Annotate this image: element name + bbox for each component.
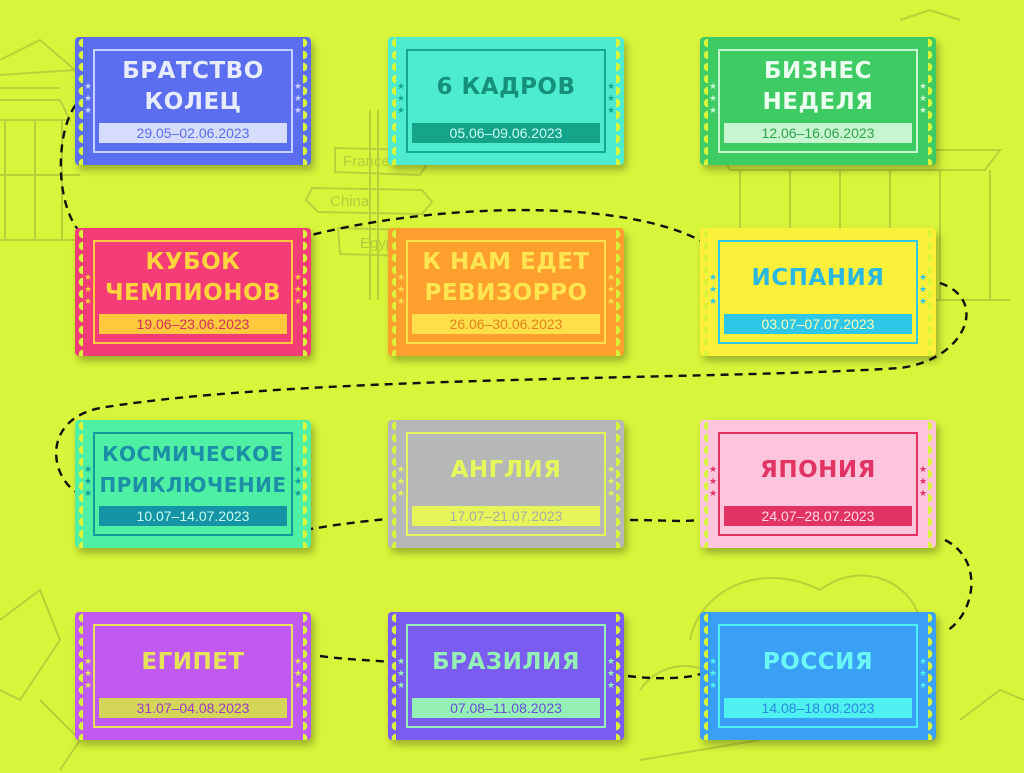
star-icon: ★★★: [606, 82, 616, 116]
ticket-dates: 29.05–02.06.2023: [99, 123, 287, 143]
ticket-dates: 07.08–11.08.2023: [412, 698, 600, 718]
ticket-bratstvo-kolets[interactable]: ★★★ ★★★ БРАТСТВО КОЛЕЦ 29.05–02.06.2023: [74, 37, 311, 165]
ticket-ispaniya[interactable]: ★★★ ★★★ ИСПАНИЯ 03.07–07.07.2023: [699, 228, 936, 356]
star-icon: ★★★: [83, 82, 93, 116]
ticket-yaponiya[interactable]: ★★★ ★★★ ЯПОНИЯ 24.07–28.07.2023: [699, 420, 936, 548]
star-icon: ★★★: [396, 465, 406, 499]
star-icon: ★★★: [918, 82, 928, 116]
signpost-text: China: [330, 193, 370, 210]
ticket-kosmicheskoe-priklyuchenie[interactable]: ★★★ ★★★ КОСМИЧЕСКОЕ ПРИКЛЮЧЕНИЕ 10.07–14…: [74, 420, 311, 548]
ticket-dates: 14.08–18.08.2023: [724, 698, 912, 718]
ticket-frame: [406, 49, 606, 153]
ticket-angliya[interactable]: ★★★ ★★★ АНГЛИЯ 17.07–21.07.2023: [387, 420, 624, 548]
star-icon: ★★★: [606, 273, 616, 307]
star-icon: ★★★: [396, 657, 406, 691]
ticket-dates: 26.06–30.06.2023: [412, 314, 600, 334]
ticket-title: К НАМ ЕДЕТ РЕВИЗОРРО: [422, 249, 590, 306]
ticket-title: КУБОК ЧЕМПИОНОВ: [104, 249, 282, 306]
star-icon: ★★★: [708, 657, 718, 691]
ticket-title: БИЗНЕС НЕДЕЛЯ: [762, 58, 874, 115]
star-icon: ★★★: [708, 273, 718, 307]
ticket-frame: [93, 624, 293, 728]
ticket-frame: [718, 240, 918, 344]
star-icon: ★★★: [293, 82, 303, 116]
star-icon: ★★★: [918, 273, 928, 307]
ticket-6-kadrov[interactable]: ★★★ ★★★ 6 КАДРОВ 05.06–09.06.2023: [387, 37, 624, 165]
star-icon: ★★★: [293, 657, 303, 691]
ticket-frame: [718, 49, 918, 153]
ticket-frame: [93, 49, 293, 153]
ticket-frame: [93, 432, 293, 536]
ticket-title: БРАТСТВО КОЛЕЦ: [122, 58, 264, 115]
ticket-title: АНГЛИЯ: [450, 456, 562, 483]
signpost-text: France: [343, 153, 390, 170]
ticket-frame: [718, 432, 918, 536]
ticket-dates: 05.06–09.06.2023: [412, 123, 600, 143]
star-icon: ★★★: [918, 657, 928, 691]
ticket-title: ЕГИПЕТ: [141, 648, 245, 675]
ticket-frame: [406, 432, 606, 536]
ticket-dates: 12.06–16.06.2023: [724, 123, 912, 143]
ticket-frame: [406, 240, 606, 344]
ticket-title: РОССИЯ: [762, 648, 874, 675]
ticket-title: ИСПАНИЯ: [751, 264, 885, 291]
ticket-dates: 03.07–07.07.2023: [724, 314, 912, 334]
ticket-dates: 19.06–23.06.2023: [99, 314, 287, 334]
ticket-title: КОСМИЧЕСКОЕ ПРИКЛЮЧЕНИЕ: [99, 442, 287, 497]
ticket-title: БРАЗИЛИЯ: [432, 648, 580, 675]
ticket-title: ЯПОНИЯ: [760, 456, 876, 483]
ticket-egipet[interactable]: ★★★ ★★★ ЕГИПЕТ 31.07–04.08.2023: [74, 612, 311, 740]
star-icon: ★★★: [918, 465, 928, 499]
ticket-dates: 31.07–04.08.2023: [99, 698, 287, 718]
star-icon: ★★★: [708, 465, 718, 499]
star-icon: ★★★: [606, 657, 616, 691]
star-icon: ★★★: [83, 273, 93, 307]
ticket-rossiya[interactable]: ★★★ ★★★ РОССИЯ 14.08–18.08.2023: [699, 612, 936, 740]
ticket-frame: [93, 240, 293, 344]
ticket-revizorro[interactable]: ★★★ ★★★ К НАМ ЕДЕТ РЕВИЗОРРО 26.06–30.06…: [387, 228, 624, 356]
ticket-braziliya[interactable]: ★★★ ★★★ БРАЗИЛИЯ 07.08–11.08.2023: [387, 612, 624, 740]
star-icon: ★★★: [293, 465, 303, 499]
star-icon: ★★★: [396, 273, 406, 307]
star-icon: ★★★: [606, 465, 616, 499]
star-icon: ★★★: [396, 82, 406, 116]
ticket-dates: 17.07–21.07.2023: [412, 506, 600, 526]
ticket-biznes-nedelya[interactable]: ★★★ ★★★ БИЗНЕС НЕДЕЛЯ 12.06–16.06.2023: [699, 37, 936, 165]
star-icon: ★★★: [708, 82, 718, 116]
ticket-frame: [406, 624, 606, 728]
star-icon: ★★★: [293, 273, 303, 307]
ticket-dates: 10.07–14.07.2023: [99, 506, 287, 526]
star-icon: ★★★: [83, 465, 93, 499]
ticket-title: 6 КАДРОВ: [436, 73, 576, 100]
ticket-dates: 24.07–28.07.2023: [724, 506, 912, 526]
ticket-kubok-chempionov[interactable]: ★★★ ★★★ КУБОК ЧЕМПИОНОВ 19.06–23.06.2023: [74, 228, 311, 356]
ticket-frame: [718, 624, 918, 728]
star-icon: ★★★: [83, 657, 93, 691]
